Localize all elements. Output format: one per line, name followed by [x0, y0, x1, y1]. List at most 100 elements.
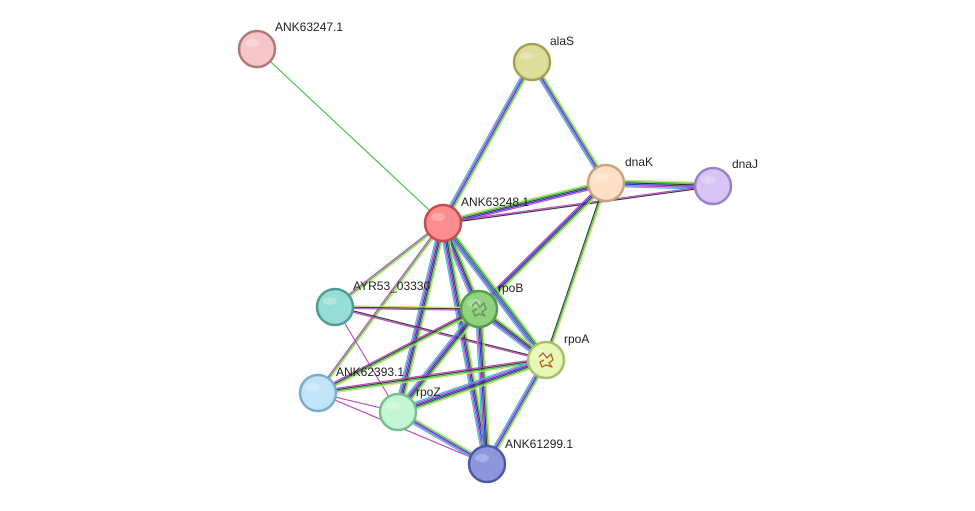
- node-ank62393-1[interactable]: ANK62393.1: [298, 365, 404, 413]
- edge-rpoa-ank62393-1[interactable]: [317, 357, 547, 396]
- edge-evidence-line: [439, 223, 485, 466]
- edge-ayr53-03330-rpoz[interactable]: [334, 306, 399, 413]
- edge-evidence-line: [479, 308, 489, 465]
- edge-evidence-line: [441, 60, 532, 223]
- node-circle[interactable]: [423, 203, 463, 243]
- node-circle[interactable]: [459, 289, 499, 329]
- edge-evidence-line: [444, 221, 549, 360]
- node-label: AYR53_03330: [353, 279, 431, 293]
- edge-evidence-line: [400, 223, 447, 414]
- edge-evidence-line: [395, 307, 478, 412]
- edge-evidence-line: [442, 186, 714, 225]
- node-ank61299-1[interactable]: ANK61299.1: [467, 437, 573, 484]
- node-dnak[interactable]: dnaK: [586, 155, 653, 203]
- node-rpoa[interactable]: rpoA: [526, 332, 589, 380]
- edge-evidence-line: [317, 361, 547, 396]
- edge-evidence-line: [442, 184, 714, 223]
- edge-evidence-line: [477, 308, 487, 465]
- edge-evidence-line: [480, 184, 609, 312]
- node-label: rpoB: [498, 281, 523, 295]
- node-circle[interactable]: [298, 373, 338, 413]
- node-ank63248-1[interactable]: ANK63248.1: [423, 195, 529, 243]
- node-circle[interactable]: [378, 392, 418, 432]
- edge-evidence-line: [334, 307, 480, 311]
- node-circle[interactable]: [693, 166, 733, 206]
- node-highlight: [467, 299, 481, 307]
- edge-evidence-line: [478, 182, 607, 310]
- edge-evidence-line: [545, 182, 607, 361]
- edge-dnak-rpob[interactable]: [476, 180, 609, 312]
- edge-rpob-ank62393-1[interactable]: [316, 306, 481, 396]
- edge-ank63247-1-ank63248-1[interactable]: [256, 48, 444, 224]
- edge-evidence-line: [441, 222, 547, 361]
- edge-evidence-line: [317, 309, 480, 395]
- edge-evidence-line: [318, 310, 481, 396]
- node-dnaj[interactable]: dnaJ: [693, 157, 758, 206]
- node-highlight: [245, 39, 259, 47]
- edge-evidence-line: [442, 222, 547, 361]
- edge-ank63248-1-rpoa[interactable]: [439, 220, 550, 363]
- edge-evidence-line: [442, 61, 533, 224]
- edge-ank63248-1-dnaj[interactable]: [442, 184, 714, 225]
- node-circle[interactable]: [467, 444, 507, 484]
- node-label: dnaJ: [732, 157, 758, 171]
- edge-dnak-rpoa[interactable]: [544, 182, 608, 361]
- node-circle[interactable]: [512, 42, 552, 82]
- node-highlight: [431, 213, 445, 221]
- edge-evidence-line: [396, 357, 546, 411]
- edge-evidence-line: [396, 222, 443, 413]
- node-circle[interactable]: [315, 287, 355, 327]
- edge-evidence-line: [317, 358, 547, 393]
- edge-evidence-line: [533, 60, 609, 183]
- edge-evidence-line: [443, 62, 534, 225]
- node-highlight: [386, 402, 400, 410]
- node-label: ANK63248.1: [461, 195, 529, 209]
- edge-evidence-line: [484, 358, 545, 464]
- node-circle[interactable]: [526, 340, 566, 380]
- node-highlight: [594, 173, 608, 181]
- edge-rpoa-ank61299-1[interactable]: [484, 358, 549, 466]
- edge-evidence-line: [442, 182, 607, 224]
- node-highlight: [520, 52, 534, 60]
- edge-evidence-line: [442, 181, 607, 223]
- edge-evidence-line: [335, 223, 445, 309]
- edge-evidence-line: [440, 60, 531, 223]
- edge-alas-dnak[interactable]: [529, 60, 609, 185]
- edge-ank63248-1-rpoa[interactable]: [442, 222, 547, 361]
- edge-alas-ank63248-1[interactable]: [440, 60, 535, 225]
- edge-rpob-rpoz[interactable]: [394, 306, 483, 415]
- node-circle[interactable]: [586, 163, 626, 203]
- node-circle[interactable]: [237, 29, 277, 69]
- node-rpoz[interactable]: rpoZ: [378, 385, 441, 432]
- node-highlight: [475, 454, 489, 462]
- edge-evidence-line: [399, 309, 482, 414]
- edge-ank63248-1-ayr53-03330[interactable]: [333, 221, 445, 309]
- edge-evidence-line: [479, 183, 608, 311]
- edge-evidence-line: [256, 48, 444, 224]
- edge-evidence-line: [531, 61, 607, 184]
- edge-evidence-line: [546, 182, 608, 361]
- structure-backbone: [471, 301, 487, 317]
- node-alas[interactable]: alaS: [512, 34, 574, 82]
- edge-evidence-line: [316, 306, 479, 392]
- edge-ank63248-1-ank61299-1[interactable]: [439, 221, 491, 466]
- protein-structure-icon: [538, 352, 554, 368]
- node-ank63247-1[interactable]: ANK63247.1: [237, 20, 343, 69]
- node-highlight: [701, 176, 715, 184]
- edge-evidence-line: [488, 360, 549, 466]
- node-ayr53-03330[interactable]: AYR53_03330: [315, 279, 431, 327]
- node-rpob[interactable]: rpoB: [459, 281, 523, 329]
- edge-evidence-line: [529, 62, 605, 185]
- edge-evidence-line: [400, 310, 483, 415]
- edge-evidence-line: [445, 220, 550, 359]
- edge-evidence-line: [440, 223, 545, 362]
- edge-ayr53-03330-rpoa[interactable]: [334, 305, 547, 362]
- edge-evidence-line: [444, 62, 535, 225]
- edge-evidence-line: [397, 308, 481, 413]
- edge-evidence-line: [334, 306, 399, 413]
- edge-evidence-line: [317, 357, 547, 392]
- node-highlight: [323, 297, 337, 305]
- edge-rpoa-rpoz[interactable]: [396, 356, 548, 416]
- edge-ayr53-03330-rpob[interactable]: [334, 305, 480, 311]
